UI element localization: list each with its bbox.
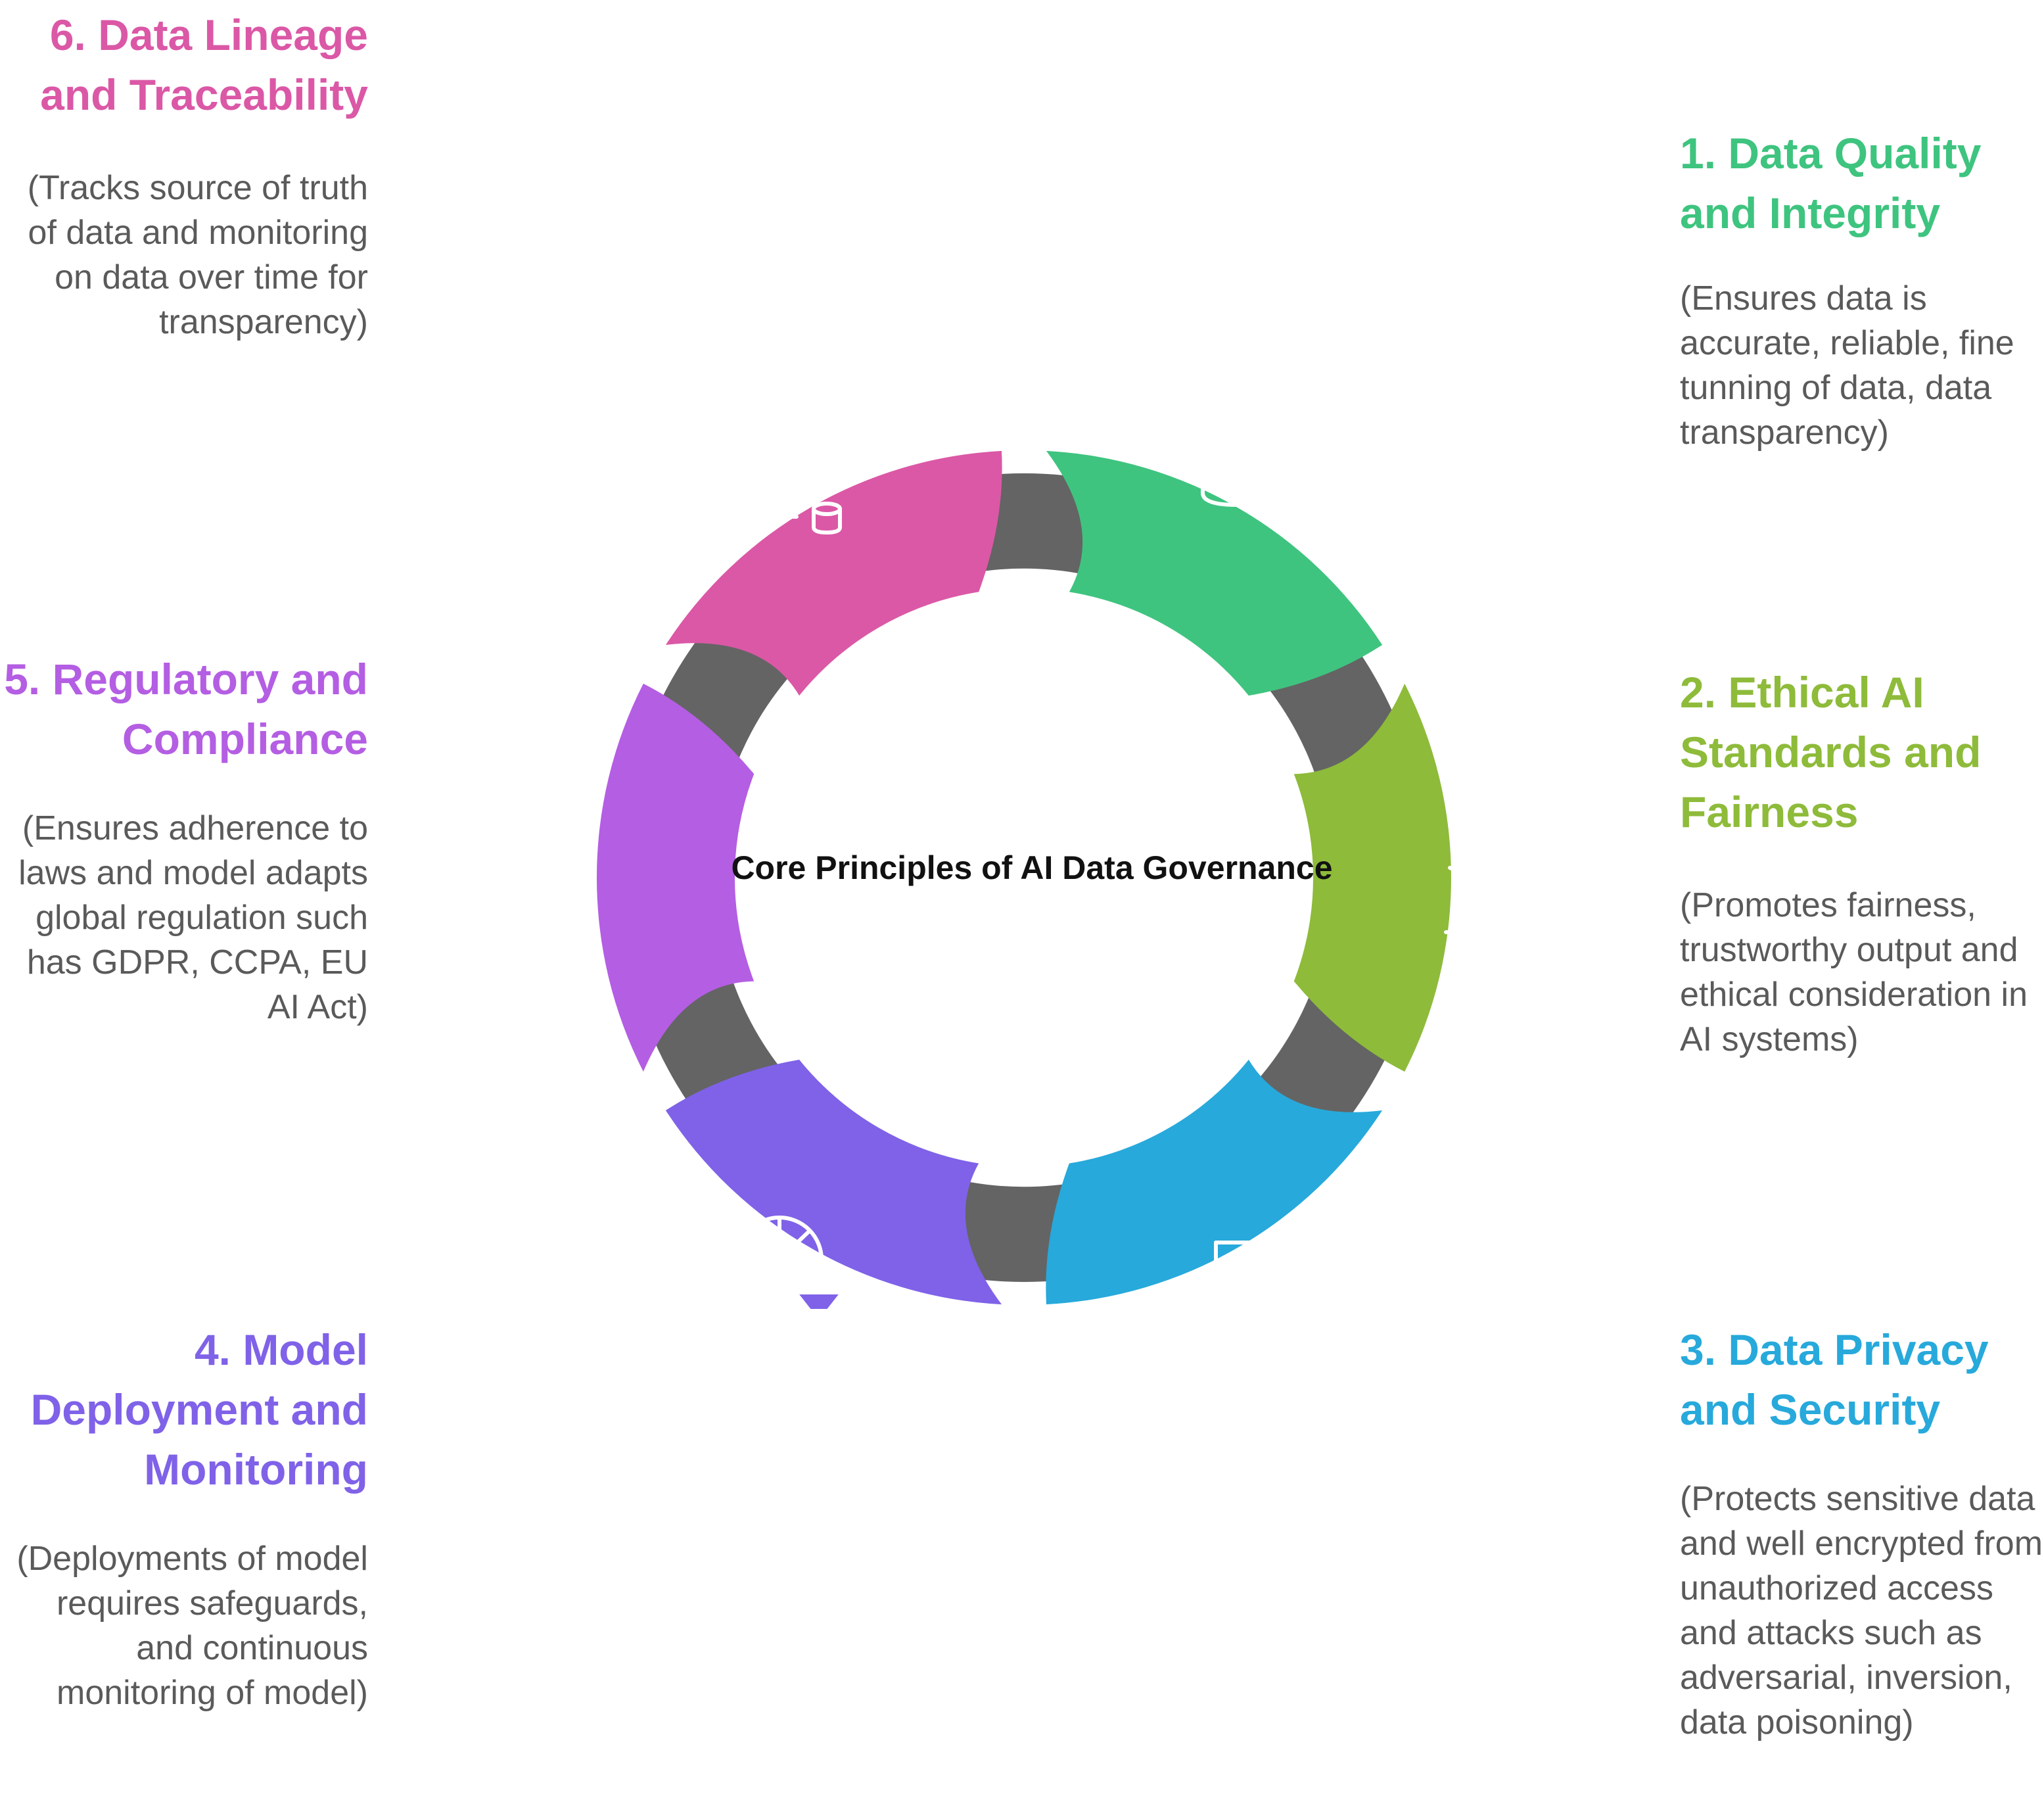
segment-4 <box>665 1059 1002 1305</box>
principle-4-title: 4. Model Deployment and Monitoring <box>30 1325 368 1494</box>
segment-6 <box>665 450 1002 696</box>
secure-document-icon <box>1214 1241 1336 1362</box>
principle-6-description: (Tracks source of truth of data and moni… <box>27 169 368 341</box>
principle-3-description: (Protects sensitive data and well encryp… <box>1680 1480 2043 1741</box>
principle-card-6: 6. Data Lineage and Traceability (Tracks… <box>0 5 368 344</box>
principle-1-description: (Ensures data is accurate, reliable, fin… <box>1680 279 2014 452</box>
principle-card-5: 5. Regulatory and Compliance (Ensures ad… <box>0 650 368 1030</box>
principle-card-3: 3. Data Privacy and Security (Protects s… <box>1680 1320 2044 1745</box>
segment-5 <box>596 683 755 1072</box>
segment-3 <box>1046 1059 1383 1305</box>
principle-1-title: 1. Data Quality and Integrity <box>1680 129 1982 237</box>
principle-6-title: 6. Data Lineage and Traceability <box>40 11 368 119</box>
principle-5-description: (Ensures adherence to laws and model ada… <box>18 809 368 1026</box>
principle-3-title: 3. Data Privacy and Security <box>1680 1325 1989 1434</box>
database-search-icon <box>1201 407 1311 517</box>
radar-funnel-icon <box>735 1216 845 1329</box>
principle-card-4: 4. Model Deployment and Monitoring (Depl… <box>0 1320 368 1715</box>
diagram-title: Core Principles of AI Data Governance <box>731 849 1333 886</box>
segment-layer <box>596 450 1452 1305</box>
gavel-icon <box>1444 822 1552 934</box>
principle-2-title: 2. Ethical AI Standards and Fairness <box>1680 668 1982 836</box>
principle-2-description: (Promotes fairness, trustworthy output a… <box>1680 886 2028 1058</box>
icon-layer <box>465 406 1552 1362</box>
principle-card-1: 1. Data Quality and Integrity (Ensures d… <box>1680 124 2044 455</box>
principle-5-title: 5. Regulatory and Compliance <box>4 655 368 763</box>
principle-4-description: (Deployments of model requires safeguard… <box>16 1540 368 1712</box>
segment-1 <box>1046 450 1383 696</box>
segment-2 <box>1293 683 1452 1072</box>
principle-card-2: 2. Ethical AI Standards and Fairness (Pr… <box>1680 663 2044 1062</box>
legal-document-scale-icon <box>465 830 584 952</box>
database-lineage-icon <box>725 406 842 534</box>
